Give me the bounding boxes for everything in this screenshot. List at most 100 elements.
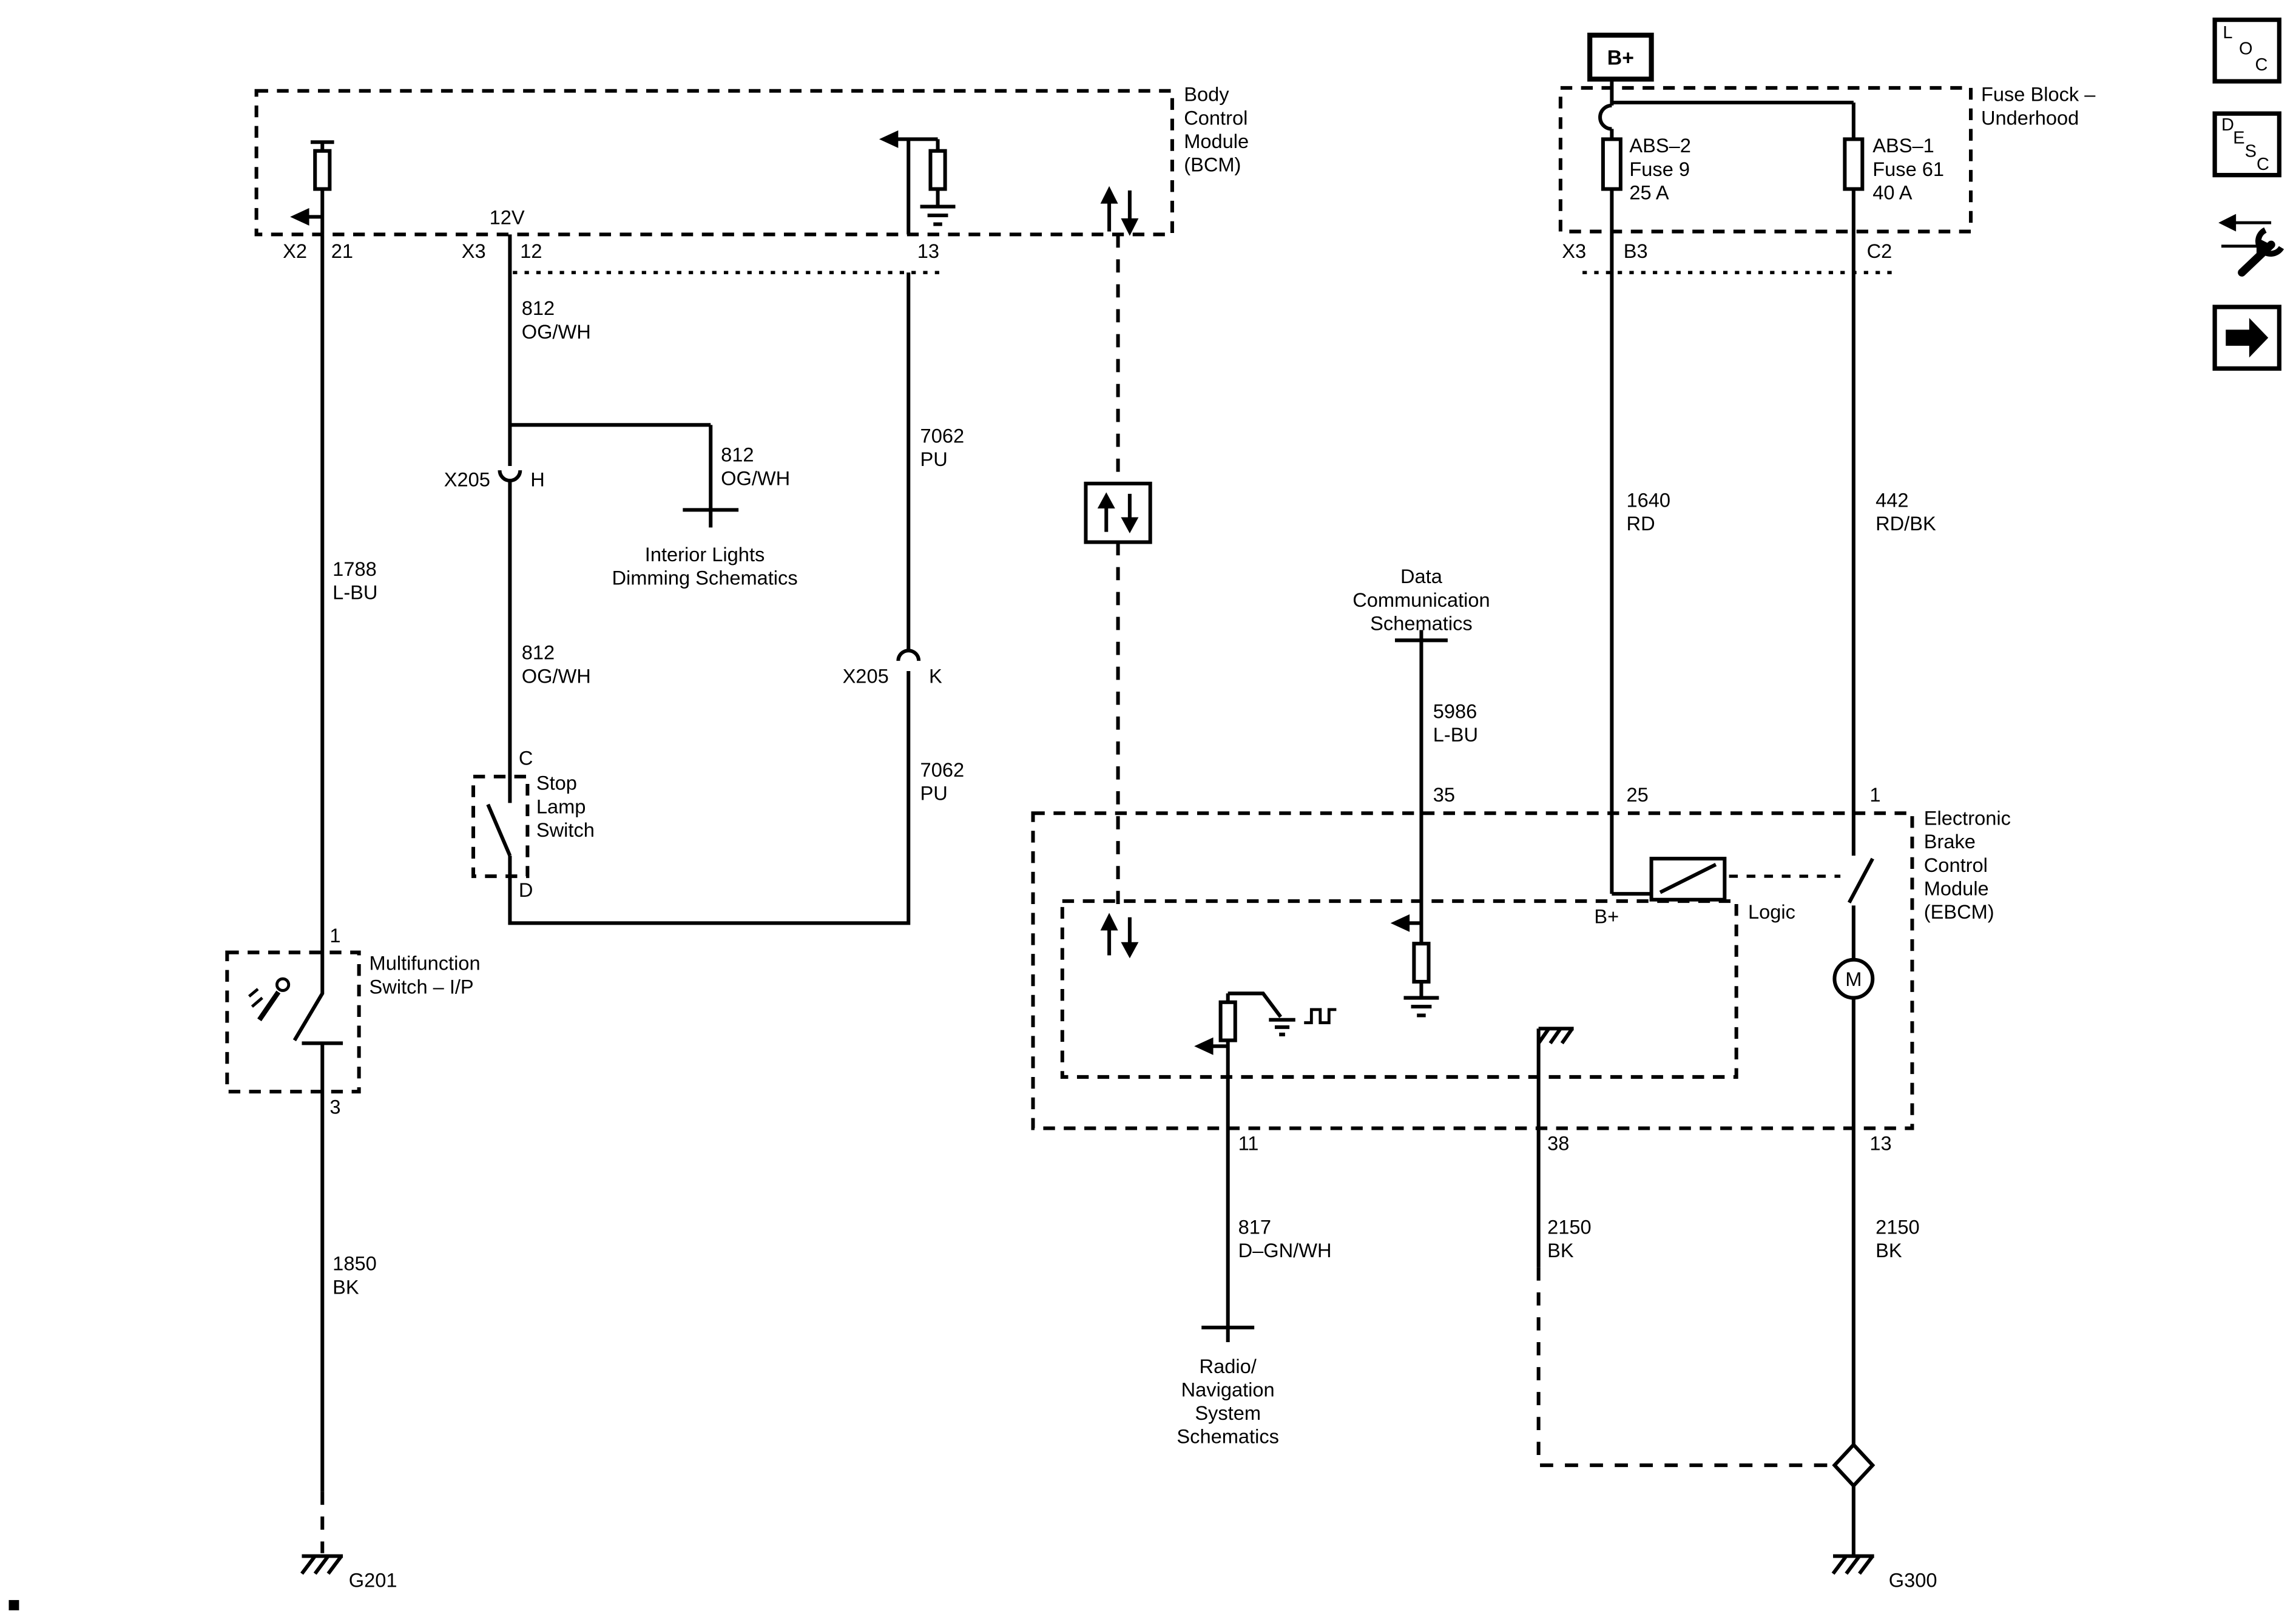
switch-arm [1847, 857, 1874, 903]
fuse-block-title: Fuse Block – Underhood [1980, 83, 2096, 129]
square-wave-icon [1304, 1008, 1337, 1025]
connector-x205h-icon [498, 470, 522, 483]
ebcm-stop-lamp-input [1194, 991, 1337, 1129]
ebcm-pin-1: 1 [1869, 783, 1881, 806]
ebcm-internal-ground [1536, 1027, 1574, 1129]
up-down-arrows-icon [1097, 492, 1139, 534]
fuse-block-pin-b3: B3 [1623, 240, 1648, 263]
wire-817-label: 817 D–GN/WH [1238, 1216, 1332, 1262]
fuse-block-box [1558, 86, 1973, 234]
ground-icon [1403, 996, 1439, 1018]
fuse-block-connector-x3: X3 [1562, 240, 1587, 263]
bcm-supply-label: 12V [489, 206, 525, 229]
wire-1850-label: 1850 BK [333, 1252, 377, 1298]
bcm-module-box [254, 89, 1174, 237]
loc-letter: L [2223, 22, 2233, 43]
stalk-icon [248, 977, 291, 1022]
desc-letter: D [2221, 114, 2234, 135]
bcm-pin-12: 12 [520, 240, 542, 263]
fuse-abs1-label: ABS–1 Fuse 61 40 A [1872, 135, 1945, 204]
bcm-pin-13: 13 [917, 240, 940, 263]
ground-g300-label: G300 [1888, 1569, 1937, 1592]
interior-lights-branch [510, 423, 739, 528]
battery-feed-circuit [1558, 32, 1973, 894]
fuse-abs2-label: ABS–2 Fuse 9 25 A [1629, 135, 1691, 204]
ebcm-box [1031, 811, 1914, 1130]
ebcm-title: Electronic Brake Control Module (EBCM) [1923, 807, 2011, 923]
desc-letter: S [2244, 140, 2257, 161]
ebcm-bplus-label: B+ [1594, 905, 1619, 928]
radio-nav-circuit [1201, 1128, 1255, 1343]
fuse-abs1-icon [1843, 137, 1865, 191]
wire-812-label-branch: 812 OG/WH [721, 444, 791, 490]
connector-x205h-pin: H [530, 468, 545, 491]
connector-x205k-icon [896, 649, 921, 661]
ebcm-module [1031, 811, 1914, 1575]
bcm-connector-x3: X3 [461, 240, 486, 263]
ebcm-pin-13: 13 [1869, 1132, 1892, 1155]
ground-icon [1537, 1027, 1574, 1045]
connector-x205k-name: X205 [842, 665, 889, 687]
stop-lamp-pin-d: D [518, 879, 533, 902]
arrow-left-icon [290, 208, 309, 226]
bcm-title: Body Control Module (BCM) [1184, 83, 1249, 176]
stop-lamp-title: Stop Lamp Switch [536, 772, 595, 841]
desc-letter: E [2233, 127, 2245, 148]
data-comm-circuit [1390, 630, 1448, 1018]
battery-bplus-label: B+ [1607, 45, 1634, 69]
ebcm-pin-38: 38 [1547, 1132, 1570, 1155]
arrow-left-icon [879, 130, 899, 148]
ground-g300-icon [1831, 1554, 1874, 1575]
bcm-internal-load-left [290, 140, 334, 235]
multifunction-switch-circuit [225, 234, 361, 1575]
stop-lamp-switch-box [471, 774, 530, 879]
wire-812-label-upper: 812 OG/WH [521, 297, 591, 343]
multifunction-title: Multifunction Switch – I/P [369, 952, 481, 998]
bcm-connector-x2: X2 [283, 240, 307, 263]
multifunction-pin-3: 3 [329, 1096, 341, 1118]
bcm-pin-21: 21 [331, 240, 354, 263]
multifunction-switch-box [225, 950, 361, 1094]
loc-letter: C [2255, 54, 2268, 75]
desc-button[interactable]: D E S C [2212, 111, 2281, 178]
up-down-arrows-icon [1100, 913, 1139, 959]
stop-lamp-pin-c: C [518, 747, 533, 769]
ground-icon [1269, 1018, 1295, 1036]
serial-data-line [1084, 234, 1152, 959]
wire-1788-label: 1788 L-BU [333, 558, 378, 604]
connector-x205k-pin: K [929, 665, 942, 687]
wrench-arrows-icon [2218, 214, 2284, 277]
fuse-abs2-icon [1601, 137, 1622, 191]
switch-arm [486, 803, 512, 857]
ebcm-pin-25: 25 [1626, 783, 1649, 806]
relay-coil-icon [1649, 857, 1727, 902]
fusible-link-curl [1598, 103, 1612, 131]
wire-812-label-lower: 812 OG/WH [521, 641, 591, 687]
wire-7062-label-lower: 7062 PU [920, 758, 965, 805]
ebcm-logic-box [1060, 899, 1738, 1079]
splice-diamond-icon [1832, 1442, 1876, 1489]
wire-7062-label-upper: 7062 PU [920, 425, 965, 470]
fuse-block-pin-c2: C2 [1866, 240, 1893, 263]
ref-data-comm: Data Communication Schematics [1352, 565, 1490, 635]
serial-data-box [1084, 481, 1152, 544]
ref-radio-nav: Radio/ Navigation System Schematics [1177, 1355, 1279, 1448]
wire-1640-label: 1640 RD [1626, 489, 1671, 535]
bcm-internal-load-right [879, 130, 956, 235]
ground-g201-label: G201 [348, 1569, 397, 1592]
ebcm-logic-label: Logic [1747, 901, 1795, 923]
repair-button[interactable] [2206, 202, 2289, 282]
connector-x205h-name: X205 [444, 468, 490, 491]
bcm-serial-arrows-icon [1100, 186, 1139, 236]
ebcm-pin-35: 35 [1433, 783, 1456, 806]
forward-button[interactable] [2212, 305, 2281, 371]
loc-button[interactable]: L O C [2212, 17, 2281, 84]
wire-2150-label-right: 2150 BK [1876, 1216, 1920, 1262]
ground-g201-icon [300, 1554, 343, 1575]
multifunction-pin-1: 1 [329, 924, 341, 947]
ground-icon [920, 204, 956, 226]
bplus-box [1587, 32, 1654, 82]
ebcm-pin-11: 11 [1238, 1132, 1259, 1155]
